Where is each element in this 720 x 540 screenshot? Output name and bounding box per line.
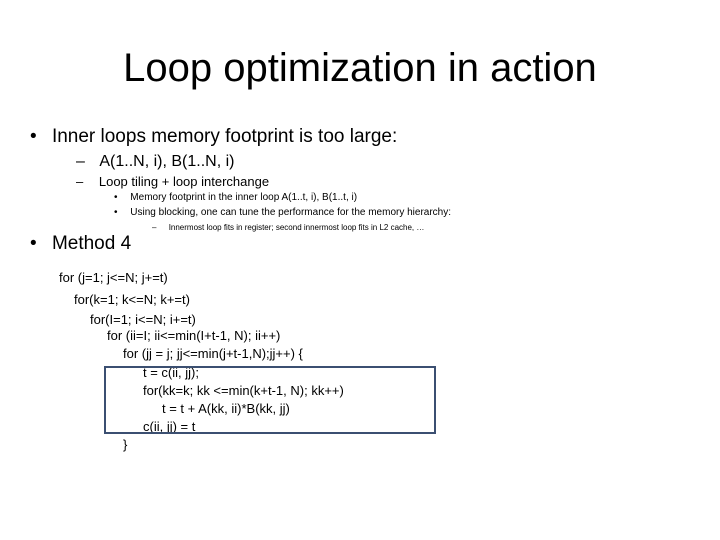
code-line: for(k=1; k<=N; k+=t) <box>74 292 190 307</box>
code-line: for(kk=k; kk <=min(k+t-1, N); kk++) <box>143 383 344 398</box>
code-line: c(ii, jj) = t <box>143 419 196 434</box>
highlight-box <box>104 366 436 434</box>
bullet-marker: • <box>30 233 37 254</box>
dash-marker: – <box>76 153 85 170</box>
bullet-text: A(1..N, i), B(1..N, i) <box>99 153 235 170</box>
bullet-1b2a: – Innermost loop fits in register; secon… <box>152 223 424 233</box>
bullet-1b2: • Using blocking, one can tune the perfo… <box>114 207 451 219</box>
bullet-2: • Method 4 <box>30 233 131 255</box>
dash-marker: – <box>76 174 84 189</box>
bullet-marker: • <box>114 192 118 203</box>
code-line: for (jj = j; jj<=min(j+t-1,N);jj++) { <box>123 346 303 361</box>
bullet-text: Inner loops memory footprint is too larg… <box>51 126 398 147</box>
code-line: for(I=1; i<=N; i+=t) <box>90 312 196 327</box>
bullet-marker: • <box>30 126 37 147</box>
bullet-text: Using blocking, one can tune the perform… <box>130 207 452 218</box>
bullet-1b: – Loop tiling + loop interchange <box>76 174 269 189</box>
code-line: } <box>123 437 128 452</box>
code-line: for (ii=I; ii<=min(I+t-1, N); ii++) <box>107 328 281 343</box>
code-line: t = t + A(kk, ii)*B(kk, jj) <box>162 401 290 416</box>
code-line: for (j=1; j<=N; j+=t) <box>59 270 168 285</box>
dash-marker: – <box>152 223 157 232</box>
code-line: t = c(ii, jj); <box>143 365 199 380</box>
bullet-1a: – A(1..N, i), B(1..N, i) <box>76 152 234 171</box>
bullet-marker: • <box>114 207 118 218</box>
bullet-1b1: • Memory footprint in the inner loop A(1… <box>114 192 357 204</box>
bullet-1: • Inner loops memory footprint is too la… <box>30 126 397 148</box>
bullet-text: Innermost loop fits in register; second … <box>168 223 425 232</box>
bullet-text: Loop tiling + loop interchange <box>98 174 270 189</box>
bullet-text: Memory footprint in the inner loop A(1..… <box>130 192 358 203</box>
slide-title: Loop optimization in action <box>123 46 597 90</box>
bullet-text: Method 4 <box>51 233 132 254</box>
